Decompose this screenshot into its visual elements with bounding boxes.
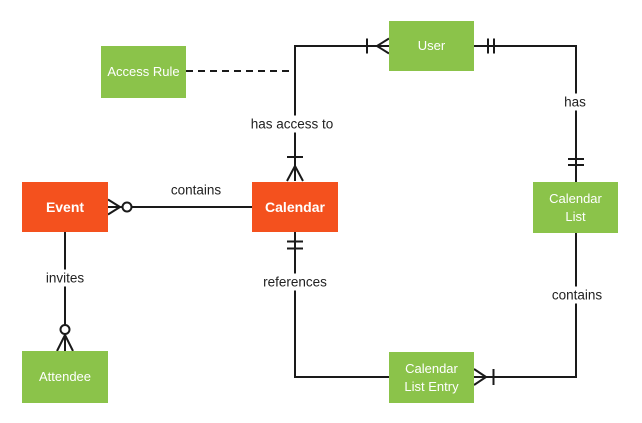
relationship-label-contains-event: contains [166,181,226,199]
relationship-line-has-access-to [286,37,390,182]
relationship-line-invites [56,232,74,352]
entity-label: Access Rule [107,64,180,80]
entity-calendar-list-entry: Calendar List Entry [389,352,474,403]
crows-foot-one-or-many-icon [286,156,304,182]
relationship-line-references [287,232,389,378]
relationship-line-contains-event [107,198,252,216]
relationship-label-has: has [560,93,590,111]
exactly-one-ticks-icon [487,38,495,54]
relationship-label-has-access-to: has access to [246,115,338,133]
entity-label: Calendar List [549,190,602,224]
entity-calendar: Calendar [252,182,338,232]
crows-foot-one-or-many-icon [473,368,495,386]
entity-label: Calendar [265,198,325,215]
crows-foot-many-icon [56,334,74,352]
relationship-line-contains-entry [473,233,577,386]
entity-access-rule: Access Rule [101,46,186,98]
entity-label: Event [45,198,85,215]
relationship-label-references: references [259,273,331,291]
relationship-line-has [474,38,584,182]
crows-foot-many-icon [107,198,121,216]
crows-foot-one-or-many-icon [366,37,390,55]
zero-circle-icon [59,324,71,335]
entity-label: Calendar List Entry [404,360,459,394]
relationship-label-contains-entry: contains [547,286,607,304]
entity-user: User [389,21,474,71]
exactly-one-ticks-icon [287,240,303,250]
zero-circle-icon [121,201,133,213]
entity-label: User [417,38,446,54]
entity-event: Event [22,182,108,232]
relationship-label-invites: invites [41,269,89,287]
exactly-one-ticks-icon [568,158,584,166]
entity-label: Attendee [38,369,92,385]
entity-attendee: Attendee [22,351,108,403]
entity-calendar-list: Calendar List [533,182,618,233]
